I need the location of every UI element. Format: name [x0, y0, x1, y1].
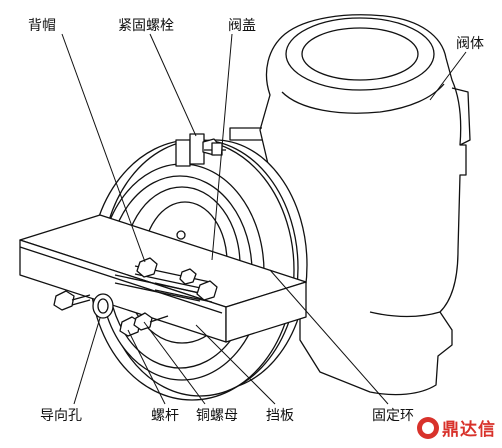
- neck-line: [282, 84, 444, 113]
- label-valve-body: 阀体: [456, 36, 484, 52]
- leader-copper-nut: [144, 322, 205, 404]
- lower-right: [370, 312, 440, 317]
- valve-body-outline: [260, 15, 466, 395]
- label-baffle: 挡板: [266, 408, 294, 424]
- label-guide-hole: 导向孔: [40, 408, 82, 424]
- baffle-inner-edge: [20, 247, 222, 313]
- label-copper-nut: 铜螺母: [196, 408, 238, 424]
- leader-baffle: [196, 325, 275, 404]
- right-flange: [452, 88, 470, 145]
- bolt-head: [212, 143, 222, 155]
- leader-screw-rod: [128, 330, 165, 404]
- baffle-end: [226, 282, 306, 342]
- body-left-shoulder: [230, 128, 262, 140]
- watermark-logo-icon: [417, 416, 439, 439]
- watermark-text: 鼎达信: [442, 420, 496, 440]
- guide-hole-left: [54, 291, 90, 310]
- cover-hole: [177, 231, 185, 239]
- label-fastening-bolt: 紧固螺栓: [118, 18, 174, 34]
- label-valve-cover: 阀盖: [228, 18, 256, 34]
- leader-valve-body: [430, 52, 466, 100]
- leader-valve-cover: [212, 34, 232, 260]
- bolt-bracket-left: [176, 140, 190, 166]
- leader-guide-hole: [74, 318, 100, 404]
- leader-fastening-bolt: [150, 34, 196, 136]
- label-screw-rod: 螺杆: [151, 408, 179, 424]
- copper-nut-front: [120, 313, 168, 336]
- nut-3: [180, 269, 196, 284]
- leader-back-cap: [62, 34, 145, 262]
- leader-fixing-ring: [270, 270, 388, 404]
- top-opening-inner: [302, 28, 418, 80]
- watermark: 鼎达信: [417, 415, 496, 440]
- nut-2: [197, 281, 217, 300]
- copper-nut-1: [137, 258, 157, 277]
- label-back-cap: 背帽: [28, 18, 56, 34]
- guide-hole-inner: [98, 299, 108, 313]
- bolt-bracket-right: [190, 134, 204, 164]
- leader-lines: [62, 34, 466, 404]
- label-fixing-ring: 固定环: [372, 408, 414, 424]
